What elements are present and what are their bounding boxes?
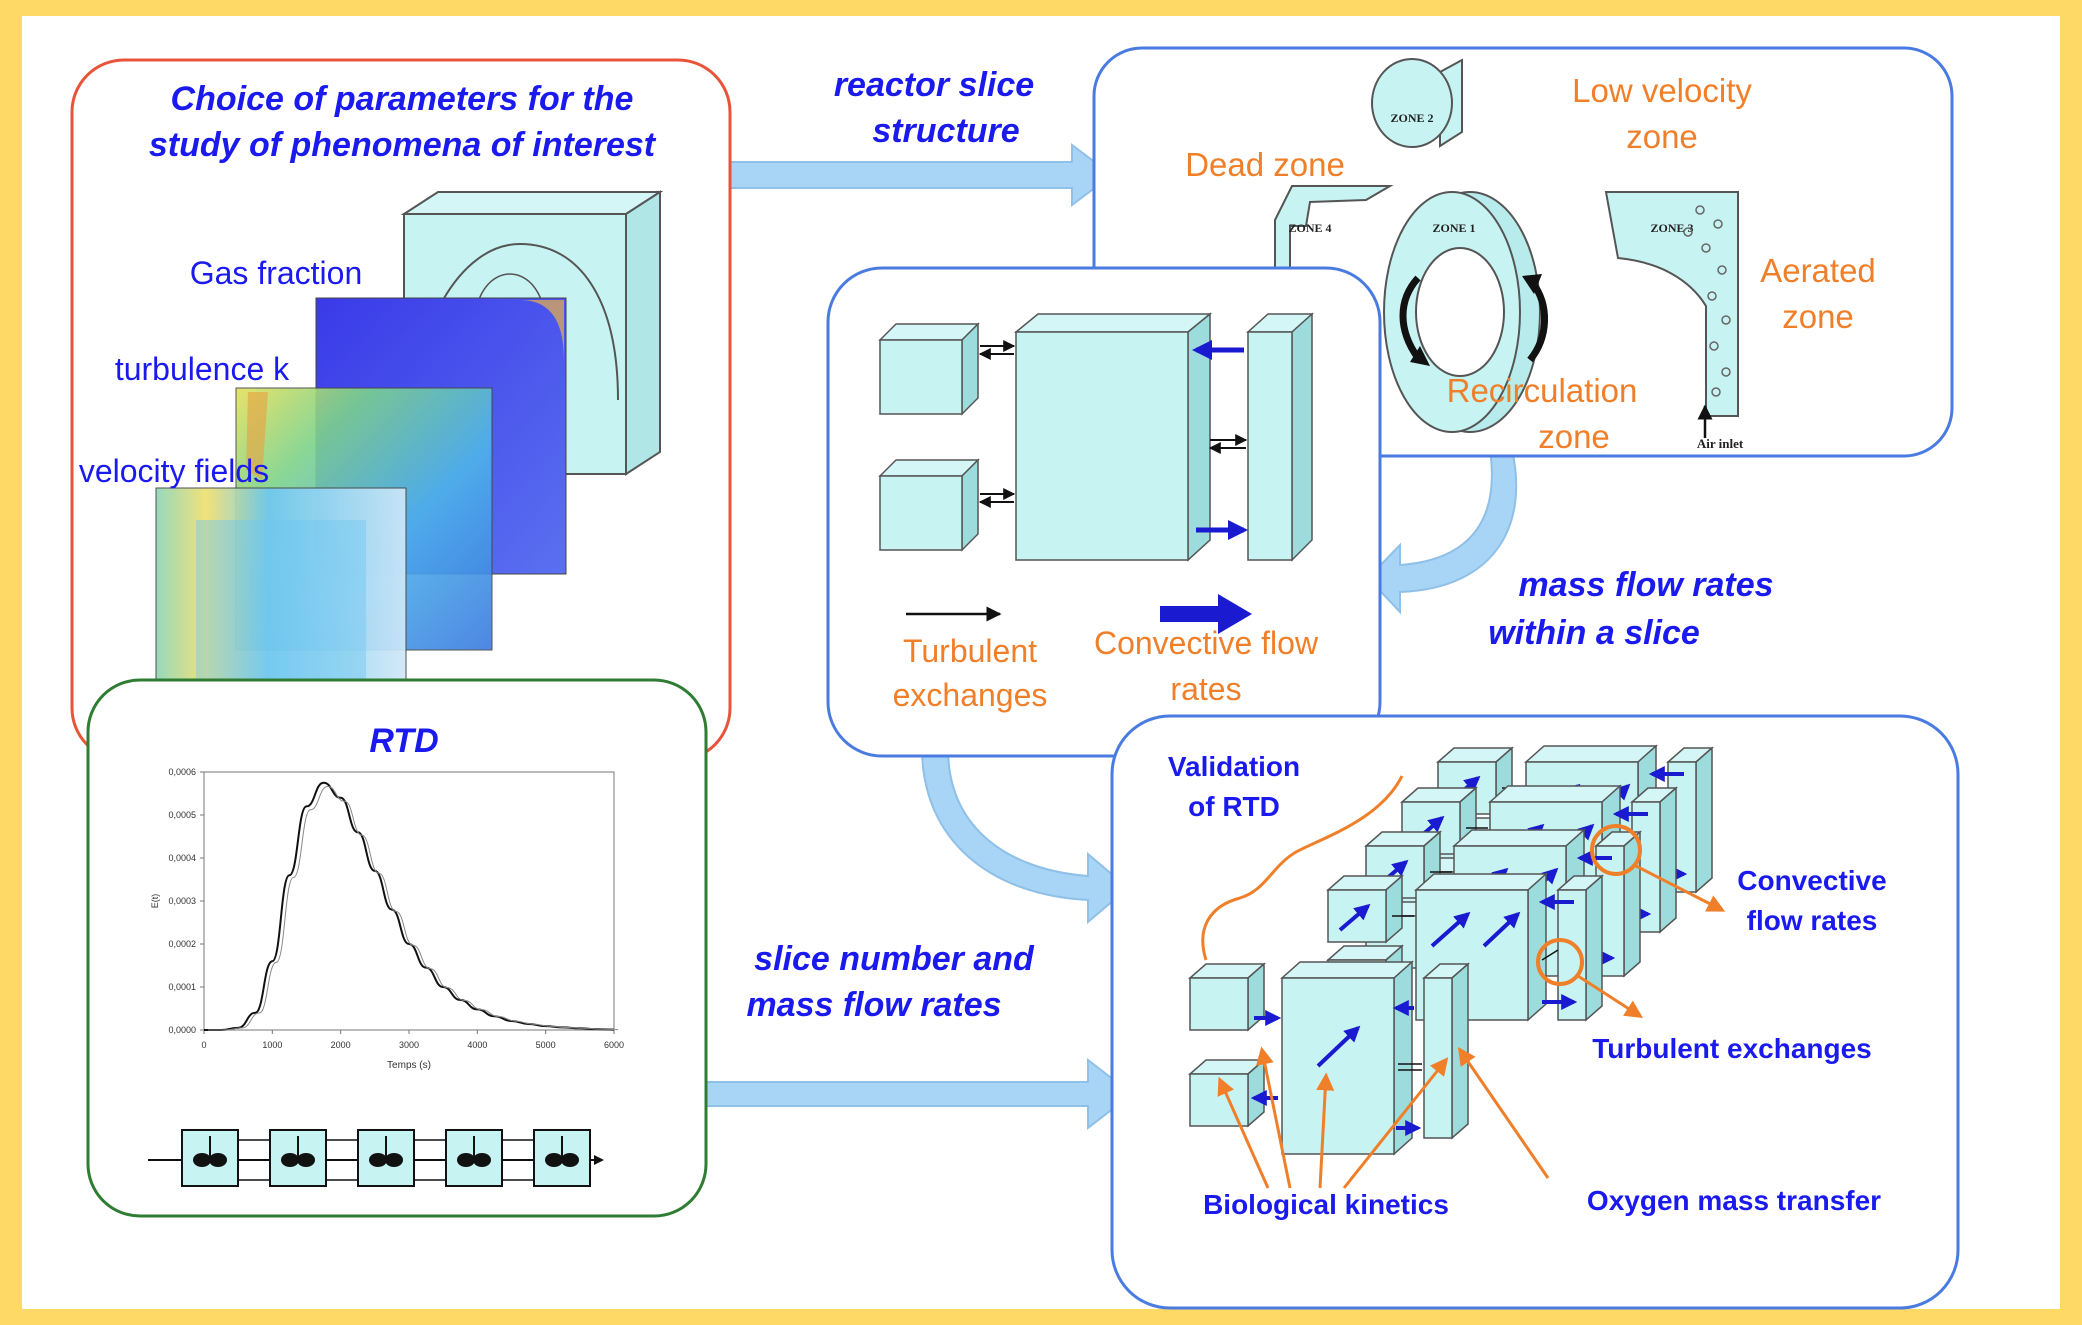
arrow-rtd-to-model: [687, 1057, 1134, 1131]
biological-kinetics-label: Biological kinetics: [1203, 1189, 1449, 1220]
compartment-box: [1188, 962, 1266, 1032]
rtd-x-axis-label: Temps (s): [387, 1060, 431, 1071]
validation-line1: Validation: [1168, 751, 1300, 782]
tank-compartment: [181, 1129, 270, 1187]
zone-3-shape: ZONE 3 Air inlet: [1604, 191, 1744, 451]
compartment-box: [1556, 874, 1604, 1022]
rtd-curve-series-shadow: [208, 785, 619, 1031]
rtd-x-tick-label: 6000: [604, 1040, 624, 1050]
zone-1-name-line2: zone: [1538, 418, 1610, 455]
legend-convective-line2: rates: [1170, 671, 1241, 707]
tank-compartment: [269, 1129, 358, 1187]
rtd-y-tick-label: 0,0003: [168, 896, 196, 906]
parameters-title-line1: Choice of parameters for the: [171, 80, 634, 118]
arrow-label-slice-number-line2: mass flow rates: [746, 986, 1001, 1024]
arrow-slice-to-massflow: [1366, 449, 1518, 615]
convective-line1: Convective: [1737, 865, 1886, 896]
oxygen-transfer-label: Oxygen mass transfer: [1587, 1185, 1881, 1216]
zone-2-code: ZONE 2: [1390, 111, 1433, 125]
small-compartment-bottom: [878, 458, 980, 552]
tank-compartment: [533, 1129, 591, 1187]
zone-4-code: ZONE 4: [1288, 221, 1331, 235]
side-compartment: [1246, 312, 1314, 562]
convective-arrow: [1316, 1025, 1361, 1068]
rtd-y-axis-label: E(t): [150, 894, 160, 909]
biological-kinetics-arrows: [1217, 1046, 1550, 1189]
velocity-label: velocity fields: [79, 453, 269, 489]
legend-convective-line1: Convective flow: [1094, 625, 1319, 661]
central-compartment: [1013, 312, 1213, 562]
legend-turbulent-line2: exchanges: [893, 677, 1048, 713]
turbulent-exchange-arrows: [978, 340, 1248, 508]
validation-brace: [1201, 775, 1404, 961]
arrow-params-to-slice: [717, 143, 1114, 207]
zone-2-name-line1: Low velocity: [1572, 72, 1752, 109]
arrow-label-mass-flow-line1: mass flow rates: [1518, 566, 1773, 604]
zone-2-name-line2: zone: [1626, 118, 1698, 155]
turbulent-exchanges-label: Turbulent exchanges: [1592, 1033, 1872, 1064]
small-compartment-top: [878, 322, 980, 416]
convective-flow-arrows: [1192, 340, 1248, 540]
rtd-y-tick-label: 0,0002: [168, 939, 196, 949]
zone-3-name-line1: Aerated: [1760, 252, 1876, 289]
rtd-x-tick-label: 1000: [262, 1040, 282, 1050]
zone-3-code: ZONE 3: [1650, 221, 1693, 235]
convective-arrow: [1482, 911, 1521, 948]
air-bubbles: [1683, 205, 1731, 397]
rtd-x-tick-label: 4000: [467, 1040, 487, 1050]
arrow-label-mass-flow-line2: within a slice: [1488, 614, 1700, 652]
legend-convective-arrow: [1160, 594, 1252, 634]
recirculation-arrow-left: [1399, 275, 1421, 361]
rtd-y-tick-label: 0,0004: [168, 853, 196, 863]
rtd-y-tick-label: 0,0005: [168, 810, 196, 820]
tanks-in-series: [148, 1129, 604, 1187]
zone-1-name-line1: Recirculation: [1447, 372, 1638, 409]
rtd-y-tick-label: 0,0006: [168, 767, 196, 777]
zone-1-ring: ZONE 1: [1383, 191, 1548, 433]
turbulence-label: turbulence k: [115, 351, 290, 387]
rtd-x-tick-label: 3000: [399, 1040, 419, 1050]
tank-compartment: [357, 1129, 446, 1187]
convective-highlight-circle: [1590, 824, 1642, 876]
recirculation-arrow-right: [1527, 279, 1548, 363]
validation-line2: of RTD: [1188, 791, 1280, 822]
arrow-massflow-to-model: [920, 747, 1130, 925]
zone-4-name: Dead zone: [1185, 146, 1345, 183]
mass-flow-model-panel: Turbulent exchanges Convective flow rate…: [826, 266, 1382, 758]
parameters-title-line2: study of phenomena of interest: [149, 126, 657, 164]
convective-arrow: [1338, 903, 1371, 932]
full-model-panel: Validation of RTD Convective flow rates …: [1110, 714, 1960, 1310]
zone-1-code: ZONE 1: [1432, 221, 1475, 235]
zone-3-name-line2: zone: [1782, 298, 1854, 335]
arrow-label-slice-number-line1: slice number and: [754, 940, 1035, 978]
rtd-x-tick-label: 5000: [536, 1040, 556, 1050]
tank-compartment: [445, 1129, 534, 1187]
gas-fraction-label: Gas fraction: [190, 255, 363, 291]
arrow-label-reactor-slice-line2: structure: [872, 112, 1019, 150]
rtd-chart: 0,0006 0,0005 0,0004 0,0003 0,0002 0,0001 0,00…: [150, 767, 624, 1071]
rtd-title: RTD: [369, 722, 438, 760]
rtd-y-tick-label: 0,0000: [168, 1025, 196, 1035]
zone-2-cylinder: ZONE 2: [1371, 58, 1463, 148]
legend-turbulent-line1: Turbulent: [903, 633, 1037, 669]
parameters-panel: Choice of parameters for the study of ph…: [70, 58, 732, 762]
convective-arrow: [1430, 911, 1471, 948]
air-inlet-label: Air inlet: [1697, 436, 1744, 451]
rtd-y-tick-label: 0,0001: [168, 982, 196, 992]
arrow-label-reactor-slice-line1: reactor slice: [834, 66, 1034, 104]
rtd-x-tick-label: 2000: [331, 1040, 351, 1050]
rtd-panel: RTD 0,0006 0,0005 0,0004 0,0003 0,0002 0,0001…: [86, 678, 708, 1218]
convective-line2: flow rates: [1747, 905, 1878, 936]
turbulent-link: [1541, 949, 1559, 961]
rtd-x-tick-label: 0: [201, 1040, 206, 1050]
turbulent-highlight-circle: [1536, 938, 1584, 986]
